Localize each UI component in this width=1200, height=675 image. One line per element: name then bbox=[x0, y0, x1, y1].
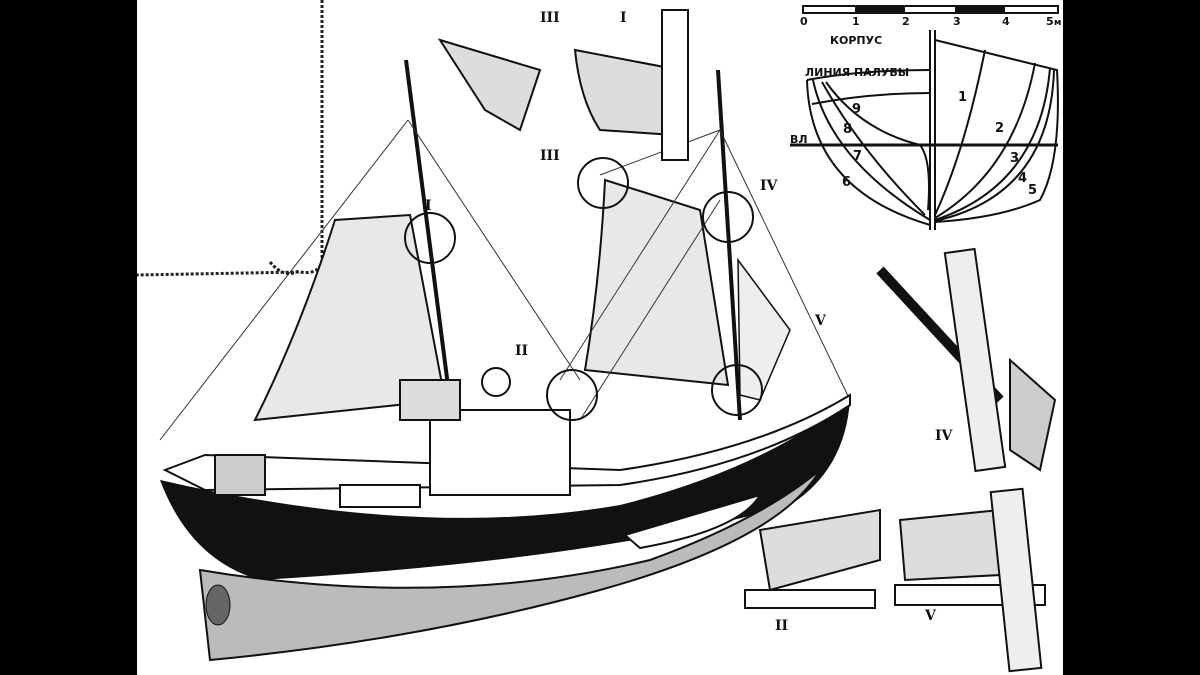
detail-circle-I bbox=[404, 212, 456, 264]
detail-label-I: I bbox=[620, 10, 627, 26]
hull-title: КОРПУС bbox=[830, 34, 882, 47]
frame-number: 1 bbox=[958, 90, 967, 105]
scale-tick: 3 bbox=[953, 15, 961, 28]
detail-label-V: V bbox=[924, 608, 937, 624]
frame-number: 5 bbox=[1028, 183, 1037, 198]
detail-circle-III bbox=[577, 157, 629, 209]
detail-insets bbox=[437, 9, 1057, 673]
scale-tick: 4 bbox=[1002, 15, 1010, 28]
rope-illustration bbox=[136, 0, 324, 277]
deck-line-label: ЛИНИЯ ПАЛУБЫ bbox=[805, 66, 909, 79]
frame-number: 7 bbox=[853, 149, 862, 164]
scale-unit: м bbox=[1054, 18, 1061, 28]
detail-circle-II bbox=[546, 369, 598, 421]
detail-label-II: II bbox=[775, 618, 788, 634]
scale-tick: 5 bbox=[1046, 15, 1054, 28]
detail-circle-V bbox=[711, 364, 763, 416]
frame-number: 3 bbox=[1010, 151, 1019, 166]
hull-body-plan bbox=[790, 30, 1059, 230]
detail-label-V: V bbox=[814, 313, 827, 329]
detail-label-IV: IV bbox=[935, 428, 954, 444]
detail-label-II: II bbox=[515, 343, 528, 359]
frame-number: 4 bbox=[1018, 171, 1027, 186]
scale-tick: 2 bbox=[902, 15, 910, 28]
detail-label-III: III bbox=[540, 148, 560, 164]
ship-illustration bbox=[159, 59, 851, 662]
scale-tick: 1 bbox=[852, 15, 860, 28]
frame-number: 8 bbox=[843, 122, 852, 137]
frame-number: 9 bbox=[852, 102, 861, 117]
scale-tick: 0 bbox=[800, 15, 808, 28]
detail-label-I: I bbox=[425, 198, 432, 214]
scale-bar bbox=[802, 5, 1059, 14]
frame-number: 2 bbox=[995, 121, 1004, 136]
detail-circle-IV bbox=[702, 191, 754, 243]
waterline-label: ВЛ bbox=[790, 133, 808, 146]
detail-label-IV: IV bbox=[760, 178, 779, 194]
frame-number: 6 bbox=[842, 175, 851, 190]
detail-label-III: III bbox=[540, 10, 560, 26]
